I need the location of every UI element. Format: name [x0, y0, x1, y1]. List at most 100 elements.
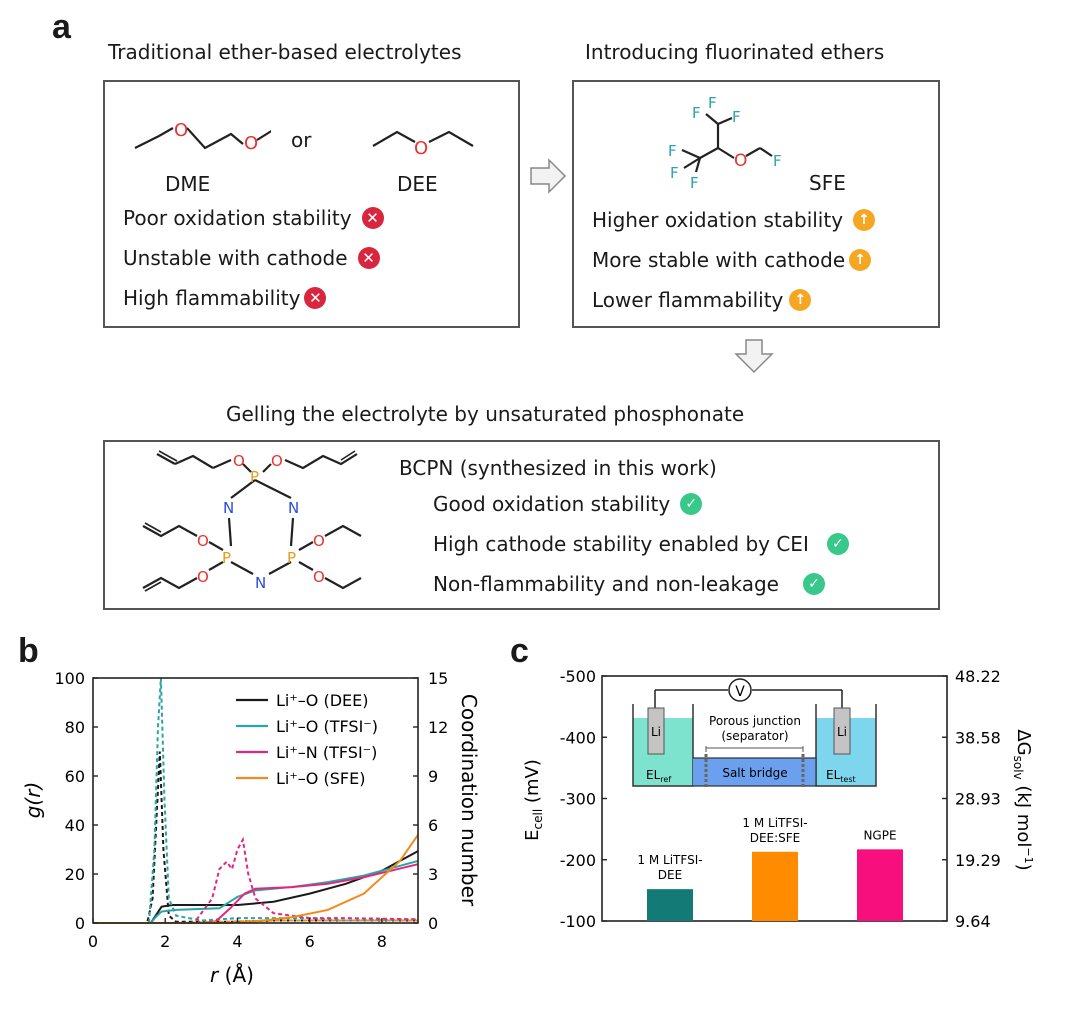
bar [857, 849, 903, 921]
bcpn-o-1: O [233, 452, 245, 470]
sfe-f-7: F [773, 152, 782, 170]
cn-series-line [93, 834, 419, 924]
el-ref-label: ELref [646, 768, 671, 784]
plot-frame [92, 677, 419, 924]
check-icon: ✓ [802, 573, 825, 595]
sfe-f-1: F [708, 94, 717, 112]
cross-icon: ✕ [304, 287, 327, 309]
y-tick-label: 100 [54, 669, 85, 688]
x-tick-label: 4 [232, 932, 242, 951]
dme-oxygen-1: O [174, 120, 188, 141]
dee-label: DEE [397, 172, 438, 196]
right-heading: Introducing fluorinated ethers [585, 40, 885, 64]
y-tick-label: -100 [560, 912, 596, 931]
check-icon: ✓ [826, 533, 849, 555]
bcpn-p-2: P [222, 549, 231, 567]
sfe-oxygen: O [734, 151, 747, 171]
sfe-structure: F F F F F F F O [668, 94, 782, 192]
bcpn-o-4: O [197, 568, 209, 586]
legend-label: Li⁺–O (DEE) [276, 691, 369, 710]
x-tick-label: 2 [160, 932, 170, 951]
y2-tick-label: 12 [428, 718, 448, 737]
x-tick-label: 0 [88, 932, 98, 951]
cn-series-line [93, 850, 419, 924]
y2-tick-label: 6 [428, 816, 438, 835]
y2-tick-label: 9.64 [955, 912, 991, 931]
gr-series-line [93, 836, 419, 924]
legend-label: Li⁺–O (SFE) [276, 769, 365, 788]
y2-tick-label: 15 [428, 669, 448, 688]
cn-series-line [93, 863, 419, 924]
electrode-label-ref: Li [651, 725, 661, 739]
y2-tick-label: 48.22 [955, 667, 1001, 686]
right-prop-3: Lower flammability↑ [592, 288, 812, 312]
bottom-prop-2: High cathode stability enabled by CEI✓ [433, 532, 849, 556]
arrow-up-icon: ↑ [853, 209, 876, 231]
sfe-f-6: F [690, 174, 699, 192]
panel-a-letter: a [52, 8, 71, 46]
y2-tick-label: 38.58 [955, 728, 1001, 747]
arrow-up-icon: ↑ [789, 289, 812, 311]
y-tick-label: -500 [560, 667, 596, 686]
y-tick-label: 40 [65, 816, 85, 835]
bcpn-p-3: P [287, 549, 296, 567]
bottom-prop-1: Good oxidation stability✓ [433, 492, 703, 516]
y2-axis-label: ΔGsolv (kJ mol−1) [1011, 729, 1035, 870]
right-prop-1: Higher oxidation stability↑ [592, 208, 876, 232]
bcpn-o-2: O [271, 452, 283, 470]
right-prop-2: More stable with cathode↑ [592, 248, 872, 272]
left-prop-1: Poor oxidation stability✕ [123, 206, 384, 230]
bottom-heading: Gelling the electrolyte by unsaturated p… [226, 402, 745, 426]
legend-label: Li⁺–N (TFSI⁻) [276, 743, 377, 762]
bar-category-label: DEE [658, 868, 682, 882]
x-tick-label: 6 [305, 932, 315, 951]
y-tick-label: 0 [75, 914, 85, 933]
dme-structure: O O [134, 120, 271, 154]
bottom-prop-3: Non-flammability and non-leakage✓ [433, 572, 825, 596]
legend-label: Li⁺–O (TFSI⁻) [276, 717, 378, 736]
bar-category-label: DEE:SFE [750, 831, 801, 845]
bar-category-label: 1 M LiTFSI- [637, 853, 702, 867]
panel-b-letter: b [18, 632, 39, 670]
left-prop-3: High flammability✕ [123, 286, 327, 310]
bar [752, 851, 798, 921]
arrow-right-icon [530, 158, 567, 194]
bcpn-n-2: N [288, 499, 299, 517]
y2-tick-label: 9 [428, 767, 438, 786]
traditional-ether-box: O O or O DME DEE Poor oxidation stabilit… [103, 80, 520, 328]
bcpn-n-1: N [223, 499, 234, 517]
y-tick-label: 20 [65, 865, 85, 884]
y2-tick-label: 0 [428, 914, 438, 933]
dme-oxygen-2: O [244, 133, 258, 154]
junction-label-1: Porous junction [709, 714, 801, 728]
bar [647, 889, 693, 921]
y2-tick-label: 3 [428, 865, 438, 884]
sfe-f-2: F [692, 104, 701, 122]
arrow-up-icon: ↑ [849, 249, 872, 271]
dme-label: DME [165, 172, 211, 196]
gr-series-line [93, 677, 419, 924]
sfe-f-3: F [732, 108, 741, 126]
bcpn-o-3: O [197, 532, 209, 550]
y2-tick-label: 19.29 [955, 851, 1001, 870]
bcpn-box: P P P N N N O O O O O O BCPN (synthesize… [103, 440, 940, 610]
y-tick-label: -200 [560, 851, 596, 870]
junction-label-2: (separator) [721, 729, 788, 743]
bar-category-label: NGPE [863, 828, 896, 842]
dee-oxygen: O [414, 138, 428, 159]
bcpn-o-5: O [313, 532, 325, 550]
y-tick-label: -400 [560, 728, 596, 747]
y-tick-label: -300 [560, 790, 596, 809]
cross-icon: ✕ [357, 247, 380, 269]
bcpn-n-3: N [255, 574, 266, 592]
y-tick-label: 80 [65, 718, 85, 737]
left-prop-2: Unstable with cathode✕ [123, 246, 380, 270]
bcpn-structure: P P P N N N O O O O O O [142, 450, 362, 592]
cell-potential-chart: -500-400-300-200-100 48.2238.5828.9319.2… [522, 667, 1035, 931]
y-axis-label: Ecell (mV) [522, 759, 545, 841]
gr-series-line [93, 919, 418, 924]
arrow-down-icon [734, 339, 774, 374]
or-text: or [291, 128, 312, 152]
electrode-label-test: Li [837, 725, 847, 739]
